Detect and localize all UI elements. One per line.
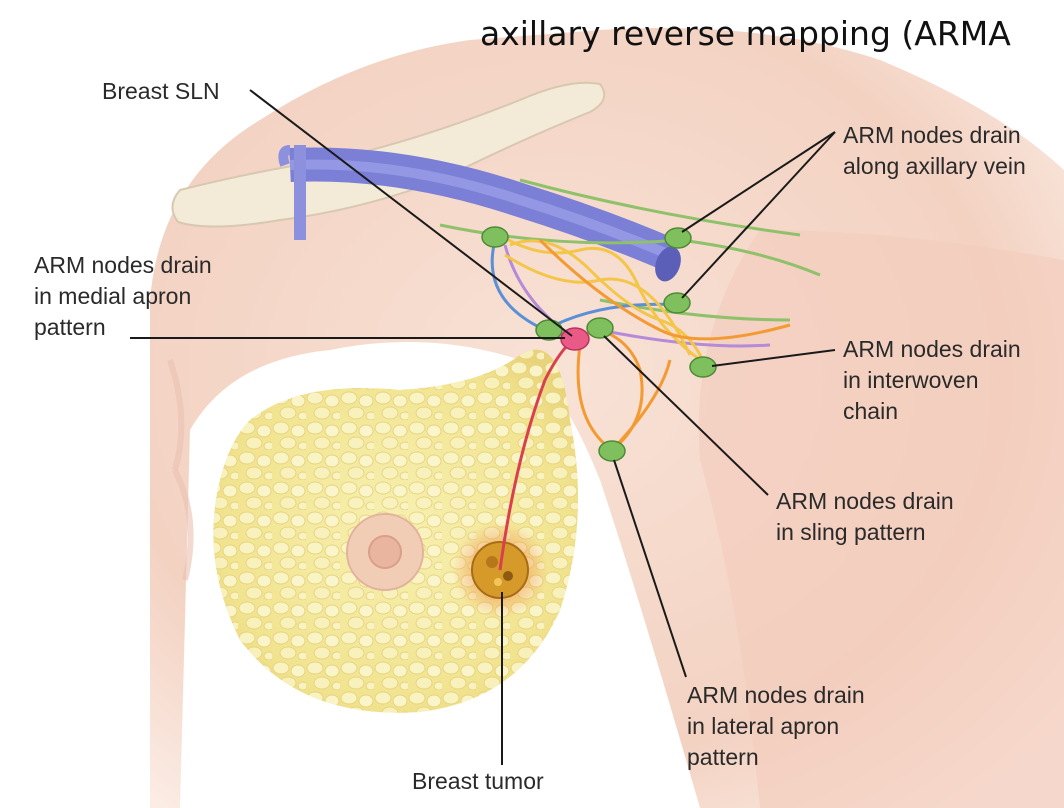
leader-lines xyxy=(130,89,836,765)
arm-shape xyxy=(698,230,1064,808)
lymph-nodes xyxy=(481,226,717,462)
node-medial-apron xyxy=(535,319,563,341)
label-along-axillary-vein: ARM nodes drain along axillary vein xyxy=(843,122,1026,179)
label-sling-pattern: ARM nodes drain in sling pattern xyxy=(776,488,954,545)
label-breast-sln: Breast SLN xyxy=(102,78,220,104)
node-interwoven xyxy=(689,356,717,378)
node-lateral-apron xyxy=(598,440,626,462)
diagram-title: axillary reverse mapping (ARMA xyxy=(480,14,1011,53)
label-breast-tumor: Breast tumor xyxy=(412,768,544,794)
label-medial-apron: ARM nodes drain in medial apron pattern xyxy=(34,252,212,340)
label-lateral-apron: ARM nodes drain in lateral apron pattern xyxy=(687,682,865,770)
label-interwoven-chain: ARM nodes drain in interwoven chain xyxy=(843,336,1021,424)
node-medial-upper xyxy=(481,226,509,248)
node-sling xyxy=(586,317,614,339)
node-vein-upper xyxy=(664,227,692,249)
node-vein-lower xyxy=(663,292,691,314)
